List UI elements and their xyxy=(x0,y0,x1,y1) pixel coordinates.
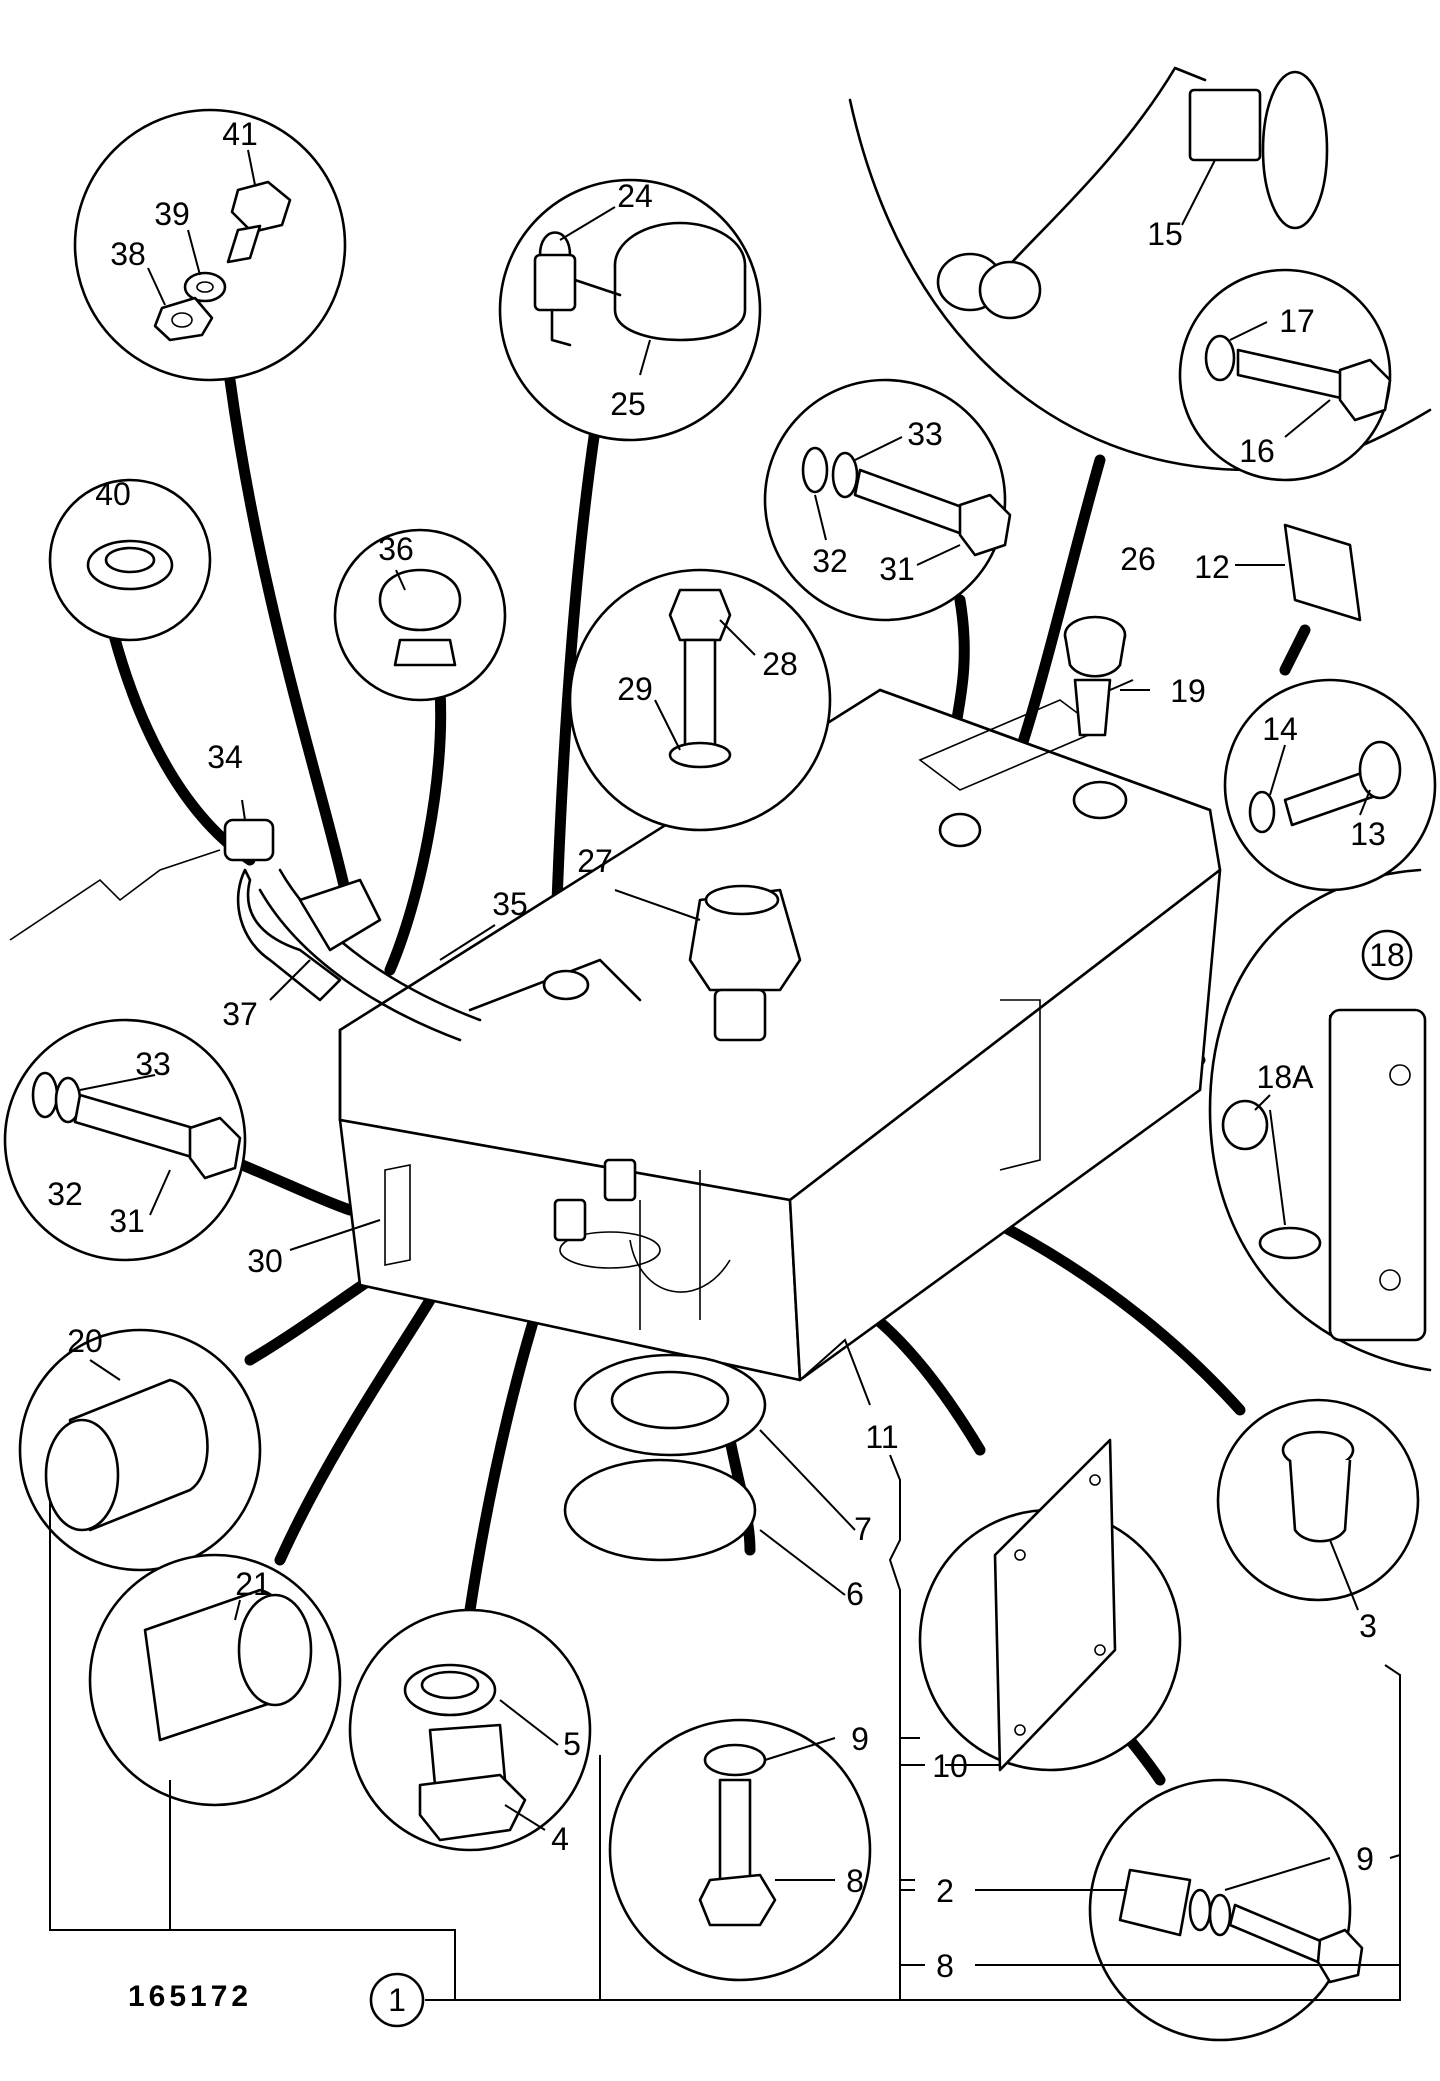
callout-36: 36 xyxy=(378,531,414,567)
plate-10 xyxy=(993,1438,1117,1772)
washer-29 xyxy=(668,741,732,769)
callout-10: 10 xyxy=(932,1748,968,1784)
washer-39 xyxy=(183,271,227,303)
callout-40: 40 xyxy=(95,476,131,512)
washer-33a xyxy=(831,451,859,499)
callout-13: 13 xyxy=(1350,816,1386,852)
callout-38: 38 xyxy=(110,236,146,272)
callout-33-left: 33 xyxy=(135,1046,171,1082)
callout-12: 12 xyxy=(1194,549,1230,585)
callout-6: 6 xyxy=(846,1576,864,1612)
callout-37: 37 xyxy=(222,996,258,1032)
callout-4: 4 xyxy=(551,1821,569,1857)
callout-32-left: 32 xyxy=(47,1176,83,1212)
washer-9a xyxy=(703,1743,767,1777)
callout-33-top: 33 xyxy=(907,416,943,452)
callout-31-top: 31 xyxy=(879,551,915,587)
callout-24: 24 xyxy=(617,178,653,214)
drawing-number: 165172 xyxy=(128,1980,252,2013)
assembly-tree xyxy=(49,1454,1401,2001)
callout-3: 3 xyxy=(1359,1608,1377,1644)
callout-labels: 41 39 38 24 25 15 17 16 33 32 31 40 36 2… xyxy=(47,116,1386,1984)
bracket-12 xyxy=(1283,523,1362,622)
callout-39: 39 xyxy=(154,196,190,232)
callout-35: 35 xyxy=(492,886,528,922)
sensor-18 xyxy=(1328,1008,1427,1342)
callout-27: 27 xyxy=(577,843,613,879)
sensor-arc xyxy=(1208,868,1432,1372)
o-ring-18a-2 xyxy=(1258,1226,1322,1260)
washer-9b xyxy=(1188,1888,1212,1932)
callout-21: 21 xyxy=(235,1566,271,1602)
bolt-28 xyxy=(668,588,732,642)
assembly-ref-number: 1 xyxy=(388,1982,406,2018)
callout-31-left: 31 xyxy=(109,1203,145,1239)
callout-26: 26 xyxy=(1120,541,1156,577)
callout-15: 15 xyxy=(1147,216,1183,252)
callout-8-bottom: 8 xyxy=(936,1948,954,1984)
callout-19: 19 xyxy=(1170,673,1206,709)
boxed-callout-18: 18 xyxy=(1361,929,1413,981)
callout-9-center: 9 xyxy=(851,1721,869,1757)
spacer-2 xyxy=(1118,1868,1192,1937)
callout-9-right: 9 xyxy=(1356,1841,1374,1877)
o-ring-18a-1 xyxy=(1221,1099,1269,1151)
detail-circle-bolt-nut xyxy=(73,108,347,382)
fuel-tank-body xyxy=(223,688,1222,1382)
callout-20: 20 xyxy=(67,1323,103,1359)
callout-34: 34 xyxy=(207,739,243,775)
callout-5: 5 xyxy=(563,1726,581,1762)
clip-36 xyxy=(378,568,462,632)
thin-leaders xyxy=(79,149,1371,1891)
plate-6 xyxy=(563,1458,757,1562)
callout-2: 2 xyxy=(936,1873,954,1909)
strainer-19 xyxy=(1073,678,1112,737)
callout-41: 41 xyxy=(222,116,258,152)
callout-7: 7 xyxy=(854,1511,872,1547)
nut-38 xyxy=(153,296,214,342)
callout-17: 17 xyxy=(1279,303,1315,339)
background-edge xyxy=(9,849,221,941)
callout-18: 18 xyxy=(1369,937,1405,973)
washer-32b xyxy=(31,1071,59,1119)
callout-29: 29 xyxy=(617,671,653,707)
bolt-41 xyxy=(230,180,292,234)
callout-28: 28 xyxy=(762,646,798,682)
washer-14 xyxy=(1248,790,1276,834)
callout-8-center: 8 xyxy=(846,1863,864,1899)
bolt-8a xyxy=(718,1778,752,1882)
washer-32a xyxy=(801,446,829,494)
parts xyxy=(31,66,1427,1984)
callout-32-top: 32 xyxy=(812,543,848,579)
callout-14: 14 xyxy=(1262,711,1298,747)
callout-25: 25 xyxy=(610,386,646,422)
assembly-reference: 1 xyxy=(369,1972,425,2028)
callout-30: 30 xyxy=(247,1243,283,1279)
washer-17 xyxy=(1204,334,1236,382)
callout-16: 16 xyxy=(1239,433,1275,469)
callout-18a: 18A xyxy=(1257,1059,1315,1095)
padlock-24 xyxy=(533,253,577,312)
callout-11: 11 xyxy=(865,1419,898,1455)
